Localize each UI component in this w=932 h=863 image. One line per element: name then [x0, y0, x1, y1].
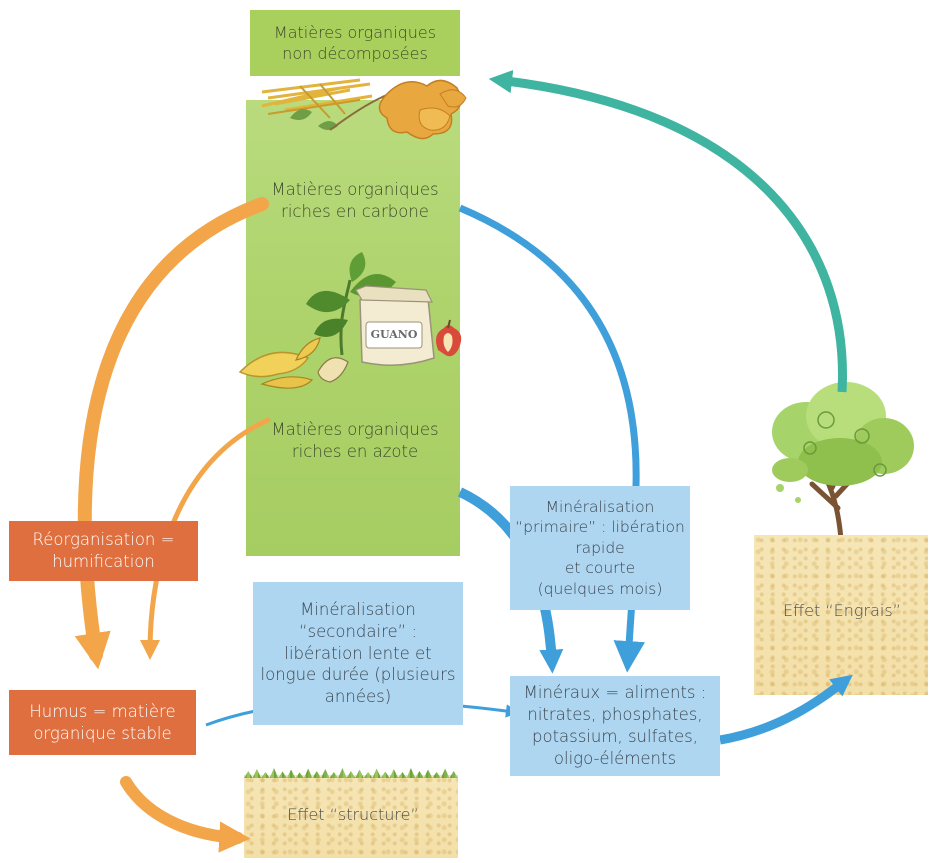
grass-strip: [244, 768, 458, 778]
carbon-rich-matter-label: Matières organiques riches en carbone: [271, 180, 439, 221]
nitrogen-materials-illustration: [238, 252, 462, 389]
nitrogen-rich-matter-label: Matières organiques riches en azote: [271, 420, 439, 461]
arrow-carbon-to-humus: [74, 197, 269, 670]
minerals-box: Minéraux = aliments : nitrates, phosphat…: [510, 676, 720, 776]
secondary-mineralisation-box: Minéralisation “secondaire” : libération…: [253, 582, 463, 725]
tree-illustration: [772, 382, 914, 581]
primary-mineralisation-box: Minéralisation “primaire” : libération r…: [510, 486, 690, 610]
structure-effect-label: Effet “structure”: [287, 805, 419, 825]
undecomposed-organic-matter-label: Matières organiques non décomposées: [250, 10, 460, 76]
arrow-humus-to-structure: [120, 776, 251, 853]
arrow-minerals-to-fertilizer: [719, 674, 853, 745]
fertilizer-soil: [754, 535, 928, 695]
humus-box: Humus = matière organique stable: [9, 690, 196, 755]
arrow-carbon-to-minerals: [458, 204, 645, 673]
straw-leaves-illustration: [261, 78, 467, 140]
structure-soil: [244, 775, 458, 858]
guano-bag-label: GUANO: [370, 327, 418, 341]
arrow-nitrogen-to-humus: [140, 417, 271, 660]
reorganisation-box: Réorganisation = humification: [9, 521, 198, 581]
fertilizer-effect-label: Effet “Engrais”: [783, 601, 901, 621]
arrow-tree-to-undecomposed: [488, 69, 847, 393]
